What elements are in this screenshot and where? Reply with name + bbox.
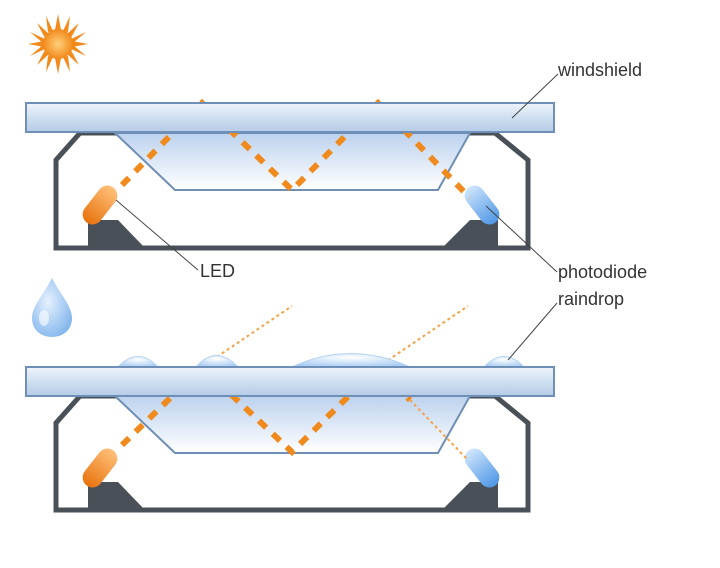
led-label: LED — [200, 261, 235, 281]
light-beam — [119, 362, 413, 457]
led — [82, 448, 118, 488]
sensor-panel-wet — [25, 305, 555, 513]
photodiode — [464, 448, 500, 488]
callouts: windshield LED photodiode raindrop — [115, 60, 647, 361]
photodiode-mount — [442, 482, 498, 510]
photodiode-mount — [442, 220, 498, 248]
water-drop-icon — [32, 278, 72, 337]
photodiode — [464, 185, 500, 225]
led-mount — [88, 220, 145, 248]
photodiode-label: photodiode — [558, 262, 647, 282]
raindrops — [116, 353, 526, 368]
raindrop-label: raindrop — [558, 289, 624, 309]
escaped-light — [377, 305, 469, 368]
sensor-panel-dry — [25, 98, 555, 251]
sun-icon — [28, 14, 88, 74]
led — [82, 185, 118, 225]
weak-beam — [409, 399, 469, 461]
prism — [112, 395, 472, 454]
windshield-glass — [25, 366, 555, 397]
windshield-label: windshield — [557, 60, 642, 80]
windshield-glass — [25, 102, 555, 133]
led-mount — [88, 482, 145, 510]
